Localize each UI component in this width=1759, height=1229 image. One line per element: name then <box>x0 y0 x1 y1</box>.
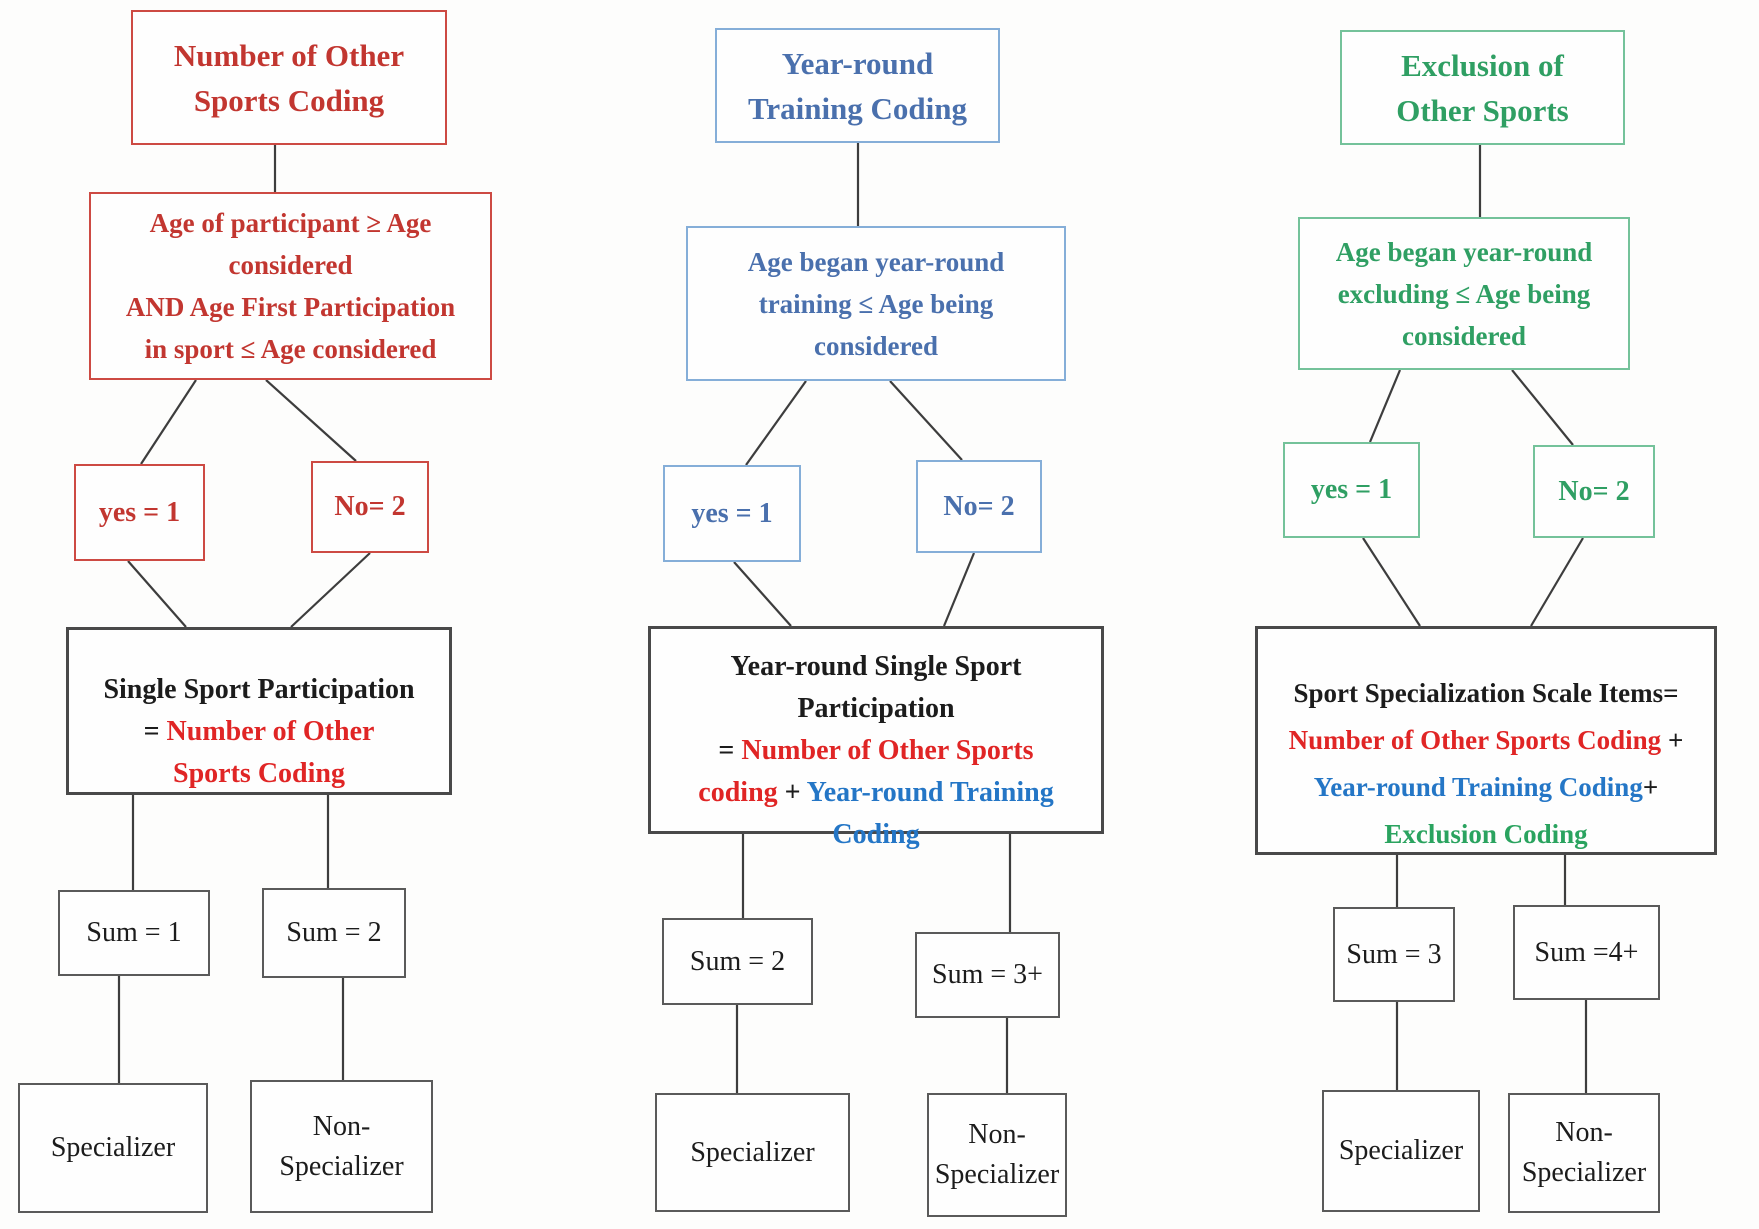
exclusion-result-text: Sport Specialization Scale Items= Number… <box>1289 623 1684 858</box>
exclusion-nonspecializer-label: Non- Specializer <box>1521 1117 1647 1188</box>
connector-line <box>745 380 807 466</box>
exclusion-sum4-box: Sum =4+ <box>1513 905 1660 1000</box>
result-part: = <box>143 716 167 747</box>
year-round-title-text: Year-round Training Coding <box>747 45 968 126</box>
connector-line <box>140 379 197 465</box>
connector-line <box>889 380 963 461</box>
year-round-yes-box: yes = 1 <box>663 465 801 562</box>
exclusion-sum4-label: Sum =4+ <box>1534 936 1639 968</box>
connector-line <box>942 552 976 627</box>
other-sports-sum1-label: Sum = 1 <box>86 917 182 948</box>
other-sports-title-box: Number of Other Sports Coding <box>131 10 447 145</box>
connector-line <box>1511 369 1574 446</box>
result-part: Number of Other Sports coding <box>698 735 1034 808</box>
year-round-nonspecializer-label: Non- Specializer <box>934 1119 1060 1190</box>
result-part: Single Sport Participation <box>103 674 415 705</box>
other-sports-sum2-box: Sum = 2 <box>262 888 406 978</box>
exclusion-no-label: No= 2 <box>1558 475 1630 507</box>
connector-line <box>265 379 357 462</box>
result-part: Exclusion Coding <box>1384 819 1588 849</box>
other-sports-result-box: Single Sport Participation = Number of O… <box>66 627 452 795</box>
exclusion-nonspecializer-box: Non- Specializer <box>1508 1093 1660 1213</box>
result-part: + <box>1642 772 1659 802</box>
year-round-specializer-label: Specializer <box>690 1136 815 1168</box>
exclusion-title-box: Exclusion of Other Sports <box>1340 30 1625 145</box>
result-part: Year-round Training Coding <box>1313 772 1643 802</box>
result-part: Number of Other Sports Coding <box>1288 725 1662 755</box>
other-sports-no-label: No= 2 <box>334 491 406 522</box>
connector-line <box>1362 537 1421 627</box>
other-sports-no-box: No= 2 <box>311 461 429 553</box>
result-part: + <box>777 777 807 808</box>
result-part: Year-round Training Coding <box>806 777 1054 850</box>
year-round-sum3-label: Sum = 3+ <box>932 959 1043 990</box>
year-round-condition-box: Age began year-round training ≤ Age bein… <box>686 226 1066 381</box>
exclusion-no-box: No= 2 <box>1533 445 1655 538</box>
exclusion-title-text: Exclusion of Other Sports <box>1396 47 1569 128</box>
exclusion-sum3-box: Sum = 3 <box>1333 907 1455 1002</box>
exclusion-yes-box: yes = 1 <box>1283 442 1420 538</box>
year-round-result-text: Year-round Single Sport Participation = … <box>698 604 1053 856</box>
connector-line <box>733 561 792 627</box>
exclusion-yes-label: yes = 1 <box>1310 474 1393 505</box>
result-part: = <box>718 735 742 766</box>
result-part: + <box>1667 725 1684 755</box>
year-round-specializer-box: Specializer <box>655 1093 850 1212</box>
year-round-sum2-box: Sum = 2 <box>662 918 813 1005</box>
year-round-yes-label: yes = 1 <box>691 497 773 529</box>
other-sports-nonspecializer-box: Non- Specializer <box>250 1080 433 1213</box>
connector-line <box>1368 369 1402 443</box>
year-round-title-box: Year-round Training Coding <box>715 28 1000 143</box>
other-sports-nonspecializer-label: Non- Specializer <box>279 1110 404 1182</box>
other-sports-sum2-label: Sum = 2 <box>286 917 382 948</box>
other-sports-sum1-box: Sum = 1 <box>58 890 210 976</box>
year-round-nonspecializer-box: Non- Specializer <box>927 1093 1067 1217</box>
year-round-sum2-label: Sum = 2 <box>689 945 786 977</box>
connector-line <box>1530 537 1584 627</box>
year-round-sum3-box: Sum = 3+ <box>915 932 1060 1018</box>
year-round-no-label: No= 2 <box>943 490 1015 522</box>
exclusion-condition-text: Age began year-round excluding ≤ Age bei… <box>1335 236 1593 351</box>
exclusion-result-box: Sport Specialization Scale Items= Number… <box>1255 626 1717 855</box>
exclusion-sum3-label: Sum = 3 <box>1346 938 1442 970</box>
exclusion-specializer-label: Specializer <box>1338 1135 1464 1166</box>
year-round-result-box: Year-round Single Sport Participation = … <box>648 626 1104 850</box>
year-round-condition-text: Age began year-round training ≤ Age bein… <box>747 246 1005 361</box>
connector-line <box>290 552 371 628</box>
other-sports-condition-box: Age of participant ≥ Age considered AND … <box>89 192 492 380</box>
other-sports-result-text: Single Sport Participation = Number of O… <box>103 627 414 795</box>
result-part: Year-round Single Sport Participation <box>730 651 1022 724</box>
result-part: Sport Specialization Scale Items= <box>1293 678 1679 708</box>
other-sports-condition-text: Age of participant ≥ Age considered AND … <box>125 208 456 364</box>
exclusion-specializer-box: Specializer <box>1322 1090 1480 1212</box>
exclusion-condition-box: Age began year-round excluding ≤ Age bei… <box>1298 217 1630 370</box>
other-sports-yes-label: yes = 1 <box>98 496 181 528</box>
connector-line <box>127 560 187 628</box>
other-sports-yes-box: yes = 1 <box>74 464 205 561</box>
year-round-no-box: No= 2 <box>916 460 1042 553</box>
result-part: Number of Other Sports Coding <box>166 716 375 789</box>
other-sports-specializer-label: Specializer <box>50 1132 176 1163</box>
other-sports-specializer-box: Specializer <box>18 1083 208 1213</box>
other-sports-title-text: Number of Other Sports Coding <box>173 37 405 118</box>
